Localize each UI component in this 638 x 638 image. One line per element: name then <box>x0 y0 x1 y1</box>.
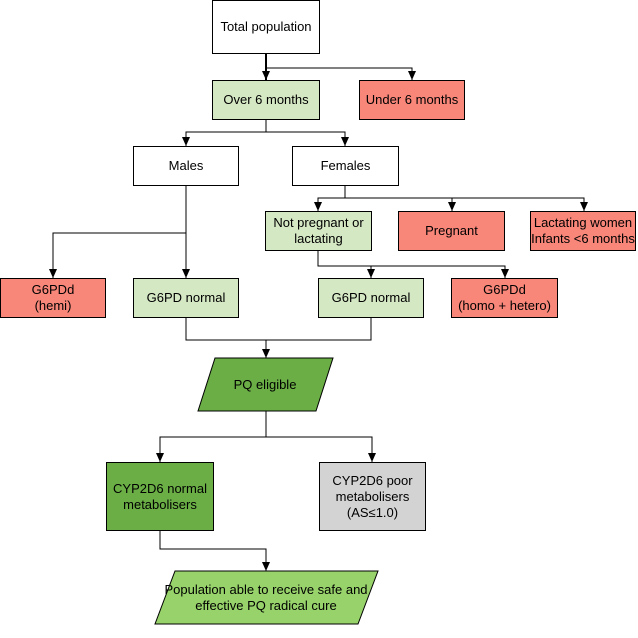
connector-females-to-not-pregnant <box>314 186 346 211</box>
node-under-6-months: Under 6 months <box>359 80 465 120</box>
connector-females-to-lactating <box>452 197 588 211</box>
node-females: Females <box>292 146 399 186</box>
node-males: Males <box>133 146 239 186</box>
connector-g6pd-normal-female-to-pq <box>266 318 372 341</box>
connector-males-to-g6pdd-hemi <box>49 232 186 278</box>
node-g6pdd-hemi: G6PDd (hemi) <box>0 278 106 318</box>
node-not-pregnant-or-lactating: Not pregnant or lactating <box>265 211 372 251</box>
node-pregnant: Pregnant <box>398 211 505 251</box>
connector-not-pregnant-to-g6pdd-homo <box>371 265 509 278</box>
connector-pq-to-cyp-poor <box>266 436 376 462</box>
node-g6pd-normal-male: G6PD normal <box>133 278 239 318</box>
connector-over6-to-females <box>266 131 349 146</box>
pq-eligible-shape <box>197 357 334 412</box>
node-cyp2d6-poor-metabolisers: CYP2D6 poor metabolisers (AS≤1.0) <box>319 462 426 531</box>
connector-over6-to-males <box>182 120 267 146</box>
connector-females-to-pregnant <box>345 197 456 211</box>
node-cyp2d6-normal-metabolisers: CYP2D6 normal metabolisers <box>106 462 214 531</box>
connector-total-to-under6 <box>266 67 416 80</box>
connector-cyp-normal-to-population <box>159 531 270 571</box>
node-over-6-months: Over 6 months <box>212 80 320 120</box>
node-g6pdd-homo-hetero: G6PDd (homo + hetero) <box>451 278 558 318</box>
population-able-shape <box>154 570 379 625</box>
connector-pq-to-cyp-normal <box>156 411 267 462</box>
node-total-population: Total population <box>212 0 320 54</box>
connector-not-pregnant-to-g6pd-normal <box>317 251 375 278</box>
connector-g6pd-normal-male-to-pq <box>185 318 270 358</box>
node-lactating-women-infants: Lactating women Infants <6 months <box>530 211 636 251</box>
node-g6pd-normal-female: G6PD normal <box>318 278 424 318</box>
